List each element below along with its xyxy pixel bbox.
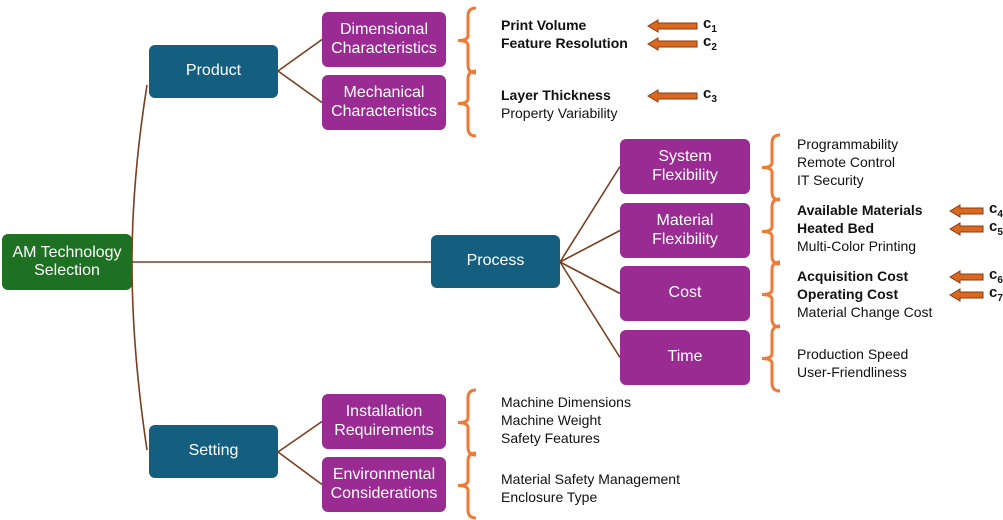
attribute-item: IT Security <box>797 172 864 188</box>
connector-to-subcategory-7 <box>277 451 323 486</box>
attribute-item: Material Change Cost <box>797 304 933 320</box>
criterion-arrow-icon <box>949 222 984 236</box>
criterion-label-c1: c1 <box>703 15 717 35</box>
criterion-label-c6: c6 <box>989 266 1003 286</box>
criterion-arrow-icon <box>949 204 984 218</box>
subcategory-cost: Cost <box>620 266 750 321</box>
subcategory-mechanical-characteristics: Mechanical Characteristics <box>322 75 446 130</box>
subcategory-dimensional-characteristics: Dimensional Characteristics <box>322 12 446 67</box>
subcategory-system-flexibility: System Flexibility <box>620 139 750 194</box>
attribute-item: Enclosure Type <box>501 489 598 505</box>
criterion-arrow-icon <box>647 37 698 51</box>
brace-0 <box>457 6 477 75</box>
brace-2 <box>761 133 781 202</box>
subcategory-installation-requirements: Installation Requirements <box>322 394 446 449</box>
brace-4 <box>761 260 781 329</box>
attribute-item: Available Materials <box>797 202 923 218</box>
criterion-arrow-icon <box>647 19 698 33</box>
attribute-item: Production Speed <box>797 346 909 362</box>
attribute-item: User-Friendliness <box>797 364 907 380</box>
criterion-arrow-icon <box>949 270 984 284</box>
attribute-item: Layer Thickness <box>501 87 611 103</box>
root-node: AM Technology Selection <box>2 234 132 290</box>
attribute-item: Safety Features <box>501 430 600 446</box>
attribute-item: Multi-Color Printing <box>797 238 917 254</box>
brace-7 <box>457 451 477 520</box>
category-setting: Setting <box>149 425 278 478</box>
criterion-arrow-icon <box>949 288 984 302</box>
connector-to-subcategory-1 <box>277 70 323 104</box>
attribute-item: Programmability <box>797 136 899 152</box>
connector-to-subcategory-5 <box>559 261 621 358</box>
attribute-item: Print Volume <box>501 17 587 33</box>
category-product: Product <box>149 45 278 98</box>
brace-3 <box>761 197 781 266</box>
connector-to-subcategory-4 <box>559 261 621 295</box>
brace-6 <box>457 388 477 457</box>
attribute-item: Remote Control <box>797 154 896 170</box>
attribute-item: Feature Resolution <box>501 35 628 51</box>
category-process: Process <box>431 235 560 288</box>
attribute-item: Machine Weight <box>501 412 602 428</box>
subcategory-material-flexibility: Material Flexibility <box>620 203 750 258</box>
criterion-label-c4: c4 <box>989 200 1003 220</box>
criterion-label-c3: c3 <box>703 85 717 105</box>
attribute-item: Machine Dimensions <box>501 394 631 410</box>
connector-to-subcategory-6 <box>277 420 323 453</box>
subcategory-environmental-considerations: Environmental Considerations <box>322 457 446 512</box>
attribute-item: Operating Cost <box>797 286 899 302</box>
attribute-item: Property Variability <box>501 105 618 121</box>
subcategory-time: Time <box>620 330 750 385</box>
criterion-label-c5: c5 <box>989 218 1003 238</box>
criterion-label-c7: c7 <box>989 284 1003 304</box>
attribute-item: Material Safety Management <box>501 471 680 487</box>
attribute-item: Acquisition Cost <box>797 268 909 284</box>
connector-to-subcategory-0 <box>277 38 323 72</box>
brace-5 <box>761 324 781 393</box>
criterion-label-c2: c2 <box>703 33 717 53</box>
connector-to-subcategory-2 <box>559 166 621 263</box>
criterion-arrow-icon <box>647 89 698 103</box>
connector-to-subcategory-3 <box>559 229 621 263</box>
connector-root-product-setting <box>131 84 148 451</box>
attribute-item: Heated Bed <box>797 220 875 236</box>
brace-1 <box>457 69 477 138</box>
